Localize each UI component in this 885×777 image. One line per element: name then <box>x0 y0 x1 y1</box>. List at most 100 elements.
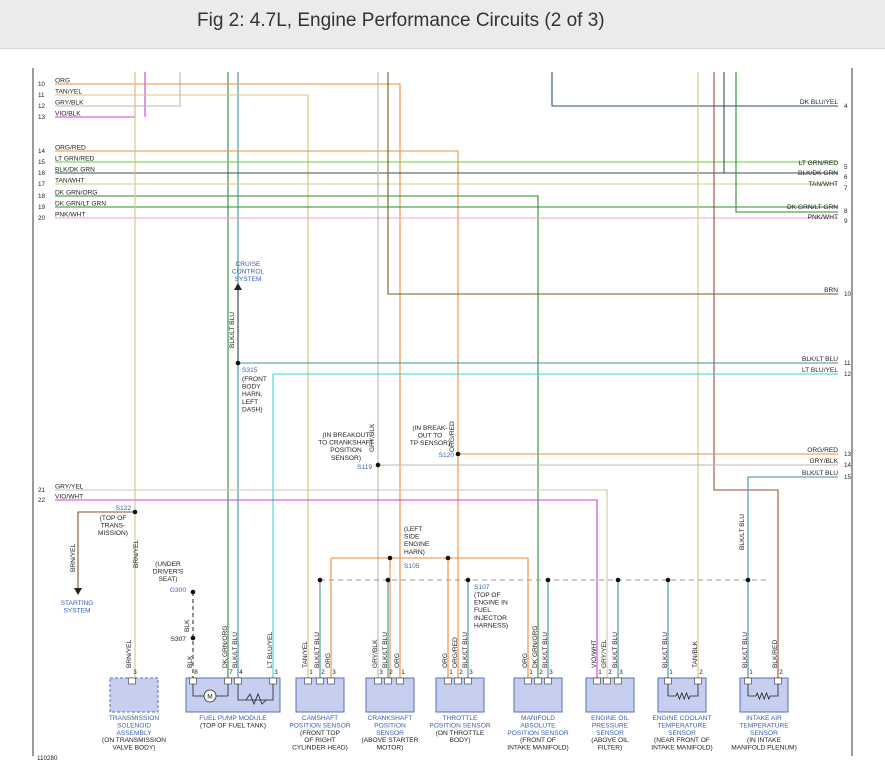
blk-lt-blu-label-right: BLK/LT BLU <box>739 514 746 550</box>
ckp-pin-number: 3 <box>379 669 383 676</box>
right-row-label: LT GRN/RED <box>799 160 839 167</box>
left-row-number: 20 <box>38 215 46 222</box>
s120-desc: TP SENSOR) <box>410 440 450 447</box>
left-row-label: TAN/YEL <box>55 89 82 96</box>
left-row-label: DK GRN/LT GRN <box>55 201 106 208</box>
right-row-number: 15 <box>844 474 852 481</box>
map-pin-terminal <box>524 677 532 685</box>
map-location: INTAKE MANIFOLD) <box>507 745 568 752</box>
figure-header: Fig 2: 4.7L, Engine Performance Circuits… <box>0 0 885 49</box>
right-row-label: LT BLU/YEL <box>802 367 838 374</box>
fpm-pin-wire-label: BLK/LT BLU <box>232 632 239 668</box>
motor-symbol-label: M <box>207 694 212 701</box>
iat-pin-wire-label: BLK/RED <box>772 640 779 668</box>
cruise-control-label: CRUISE <box>236 261 262 268</box>
splice-s105 <box>387 555 393 561</box>
right-row-number: 10 <box>844 291 852 298</box>
s105-desc: (LEFT <box>404 526 422 533</box>
cmp-pin-terminal <box>316 677 324 685</box>
iat-location: (IN INTAKE <box>747 737 782 744</box>
eop-pin-wire-label: BLK/LT BLU <box>612 632 619 668</box>
tps-pin-terminal <box>464 677 472 685</box>
tps-name: POSITION SENSOR <box>429 722 490 729</box>
component-boxes: M <box>109 677 789 713</box>
tps-pin-number: 1 <box>449 669 453 676</box>
left-row-number: 15 <box>38 159 46 166</box>
g300-desc: SEAT) <box>159 576 178 583</box>
cruise-arrow-icon <box>234 283 242 290</box>
left-row-number: 19 <box>38 204 46 211</box>
ect-name: TEMPERATURE <box>657 722 707 729</box>
right-row-number: 4 <box>844 103 848 110</box>
ect-name: SENSOR <box>668 730 696 737</box>
left-row-number: 12 <box>38 103 46 110</box>
s315-desc: DASH) <box>242 406 263 413</box>
ground-g300 <box>190 589 196 595</box>
ect-resistor-icon <box>667 684 699 701</box>
eop-pin-number: 2 <box>608 669 612 676</box>
dk-blu-yel-wire <box>551 72 838 107</box>
tps-pin-wire-label: BLK/LT BLU <box>462 632 469 668</box>
right-row-label: BLK/DK GRN <box>798 170 838 177</box>
gry-blk-label: GRY/BLK <box>369 423 376 452</box>
cmp-pin-terminal <box>304 677 312 685</box>
fpm-pin-terminal <box>269 677 277 685</box>
s107-desc: HARNESS) <box>474 622 508 629</box>
map-name: MANIFOLD <box>521 715 555 722</box>
eop-pin-terminal <box>614 677 622 685</box>
brn-yel-label: BRN/YEL <box>133 539 140 568</box>
s315-desc: LEFT <box>242 399 258 406</box>
tps-pin-number: 2 <box>459 669 463 676</box>
tps-pin-wire-label: ORG/RED <box>452 637 459 668</box>
left-row-number: 22 <box>38 497 46 504</box>
fpm-location: (TOP OF FUEL TANK) <box>200 722 266 729</box>
cmp-name: CAMSHAFT <box>302 715 338 722</box>
starting-system-label: SYSTEM <box>63 608 90 615</box>
fpm-pin-number: 3 <box>274 669 278 676</box>
iat-name: INTAKE AIR <box>746 715 782 722</box>
brn-wire <box>387 72 838 295</box>
org-red-label: ORG/RED <box>449 421 456 452</box>
s122-desc: (TOP OF <box>100 515 127 522</box>
fuel-level-sender-icon <box>245 692 267 706</box>
fpm-component-box <box>185 677 281 713</box>
right-row-label: TAN/WHT <box>808 181 838 188</box>
splice-s315 <box>235 360 241 366</box>
splice-s107 <box>465 577 471 583</box>
fpm-pin-wire-label: BLK <box>187 655 194 668</box>
left-row-label: VIO/WHT <box>55 494 83 501</box>
ect-location: (NEAR FRONT OF <box>654 737 710 744</box>
left-row-label: BLK/DK GRN <box>55 167 95 174</box>
ect-pin-wire-label: TAN/BLK <box>692 640 699 668</box>
eop-location: (ABOVE OIL <box>591 737 629 744</box>
fpm-pin-terminal <box>189 677 197 685</box>
left-row-number: 16 <box>38 170 46 177</box>
starting-system-label: STARTING <box>61 600 94 607</box>
s107-label: S107 <box>474 584 490 591</box>
s107-desc: FUEL <box>474 607 491 614</box>
left-row-number: 13 <box>38 114 46 121</box>
blk-lt-blu-row15 <box>747 476 838 678</box>
splice-nodes <box>132 360 751 641</box>
map-name: ABSOLUTE <box>520 722 556 729</box>
eop-pin-terminal <box>603 677 611 685</box>
tcs-name: TRANSMISSION <box>109 715 159 722</box>
left-row-label: LT GRN/RED <box>55 156 95 163</box>
ckp-pin-terminal <box>374 677 382 685</box>
left-row-number: 18 <box>38 193 46 200</box>
map-pin-terminal <box>544 677 552 685</box>
vio-wht-wire <box>55 499 598 678</box>
fpm-pin-number: 4 <box>239 669 243 676</box>
eop-pin-terminal <box>593 677 601 685</box>
wire-network <box>55 72 838 678</box>
iat-pin-number: 2 <box>779 669 783 676</box>
s315-desc: (FRONT <box>242 376 267 383</box>
ckp-pin-number: 1 <box>401 669 405 676</box>
g300-label: G300 <box>170 587 186 594</box>
left-row-label: DK GRN/ORG <box>55 190 98 197</box>
right-row-number: 11 <box>844 360 851 367</box>
figure-title: Fig 2: 4.7L, Engine Performance Circuits… <box>197 10 605 31</box>
ckp-name: SENSOR <box>376 730 404 737</box>
splice-map <box>545 577 551 583</box>
left-row-label: GRY/YEL <box>55 484 84 491</box>
